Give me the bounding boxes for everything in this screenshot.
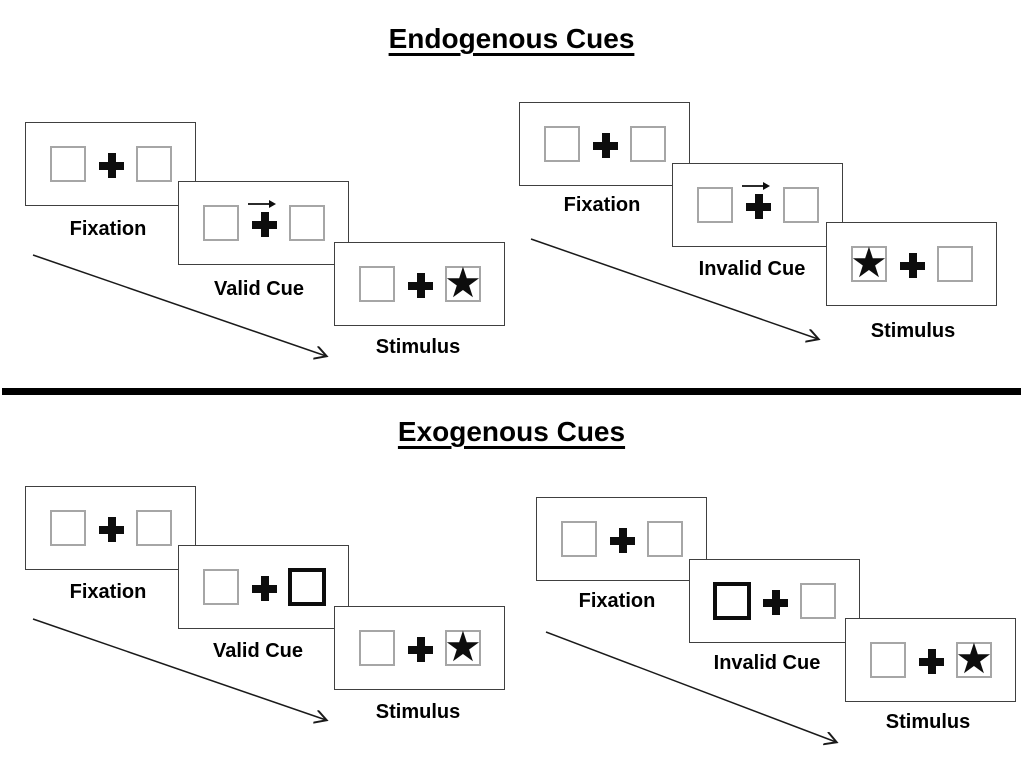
- endo-invalid-fixation-screen: [519, 102, 690, 186]
- fixation-cross-icon: [746, 194, 771, 219]
- exogenous-title-text: Exogenous Cues: [397, 416, 626, 447]
- right-placeholder-square: [289, 205, 325, 241]
- exo-valid-fixation-screen: [25, 486, 196, 570]
- right-placeholder-square: [136, 146, 172, 182]
- bold-cue-square: [713, 582, 751, 620]
- screen-label: Valid Cue: [213, 278, 305, 300]
- fixation-cross-icon: [763, 590, 788, 615]
- right-placeholder-square: [630, 126, 666, 162]
- star-icon: ★: [955, 634, 993, 683]
- screen-label: Fixation: [69, 218, 147, 240]
- bold-cue-square: [288, 568, 326, 606]
- right-placeholder-square: [647, 521, 683, 557]
- exo-invalid-cue-screen: [689, 559, 860, 643]
- screen-label: Stimulus: [885, 711, 971, 733]
- endogenous-section-title: Endogenous Cues: [0, 22, 1023, 56]
- endo-valid-cue-screen: [178, 181, 349, 265]
- endo-valid-fixation-screen: [25, 122, 196, 206]
- cue-arrow-icon: [248, 200, 276, 208]
- screen-label: Fixation: [563, 194, 641, 216]
- fixation-cross-icon: [99, 517, 124, 542]
- cue-arrow-icon: [742, 182, 770, 190]
- exo-invalid-fixation-screen: [536, 497, 707, 581]
- fixation-cross-icon: [408, 273, 433, 298]
- endogenous-title-text: Endogenous Cues: [388, 23, 635, 54]
- left-placeholder-square: [561, 521, 597, 557]
- screen-label: Invalid Cue: [713, 652, 821, 674]
- screen-label: Stimulus: [375, 701, 461, 723]
- left-placeholder-square: [697, 187, 733, 223]
- screen-label: Invalid Cue: [698, 258, 806, 280]
- fixation-cross-icon: [99, 153, 124, 178]
- screen-label: Fixation: [578, 590, 656, 612]
- endo-valid-stimulus-screen: ★: [334, 242, 505, 326]
- endo-invalid-stimulus-screen: ★: [826, 222, 997, 306]
- fixation-cross-icon: [252, 212, 277, 237]
- left-placeholder-square: [359, 630, 395, 666]
- timeline-arrow-endo-valid: [32, 254, 326, 356]
- left-stimulus-square: ★: [850, 242, 888, 284]
- timeline-arrow-exo-invalid: [545, 631, 836, 742]
- right-stimulus-square: ★: [955, 638, 993, 680]
- left-placeholder-square: [203, 569, 239, 605]
- star-icon: ★: [444, 622, 482, 671]
- right-stimulus-square: ★: [444, 626, 482, 668]
- left-placeholder-square: [544, 126, 580, 162]
- left-placeholder-square: [50, 510, 86, 546]
- right-placeholder-square: [136, 510, 172, 546]
- fixation-cross-icon: [593, 133, 618, 158]
- right-placeholder-square: [783, 187, 819, 223]
- fixation-cross-icon: [610, 528, 635, 553]
- screen-label: Stimulus: [870, 320, 956, 342]
- exo-invalid-stimulus-screen: ★: [845, 618, 1016, 702]
- exogenous-section-title: Exogenous Cues: [0, 415, 1023, 449]
- endo-invalid-cue-screen: [672, 163, 843, 247]
- fixation-cross-icon: [919, 649, 944, 674]
- section-divider: [2, 388, 1021, 395]
- left-placeholder-square: [359, 266, 395, 302]
- right-stimulus-square: ★: [444, 262, 482, 304]
- left-placeholder-square: [50, 146, 86, 182]
- screen-label: Stimulus: [375, 336, 461, 358]
- star-icon: ★: [444, 258, 482, 307]
- right-placeholder-square: [937, 246, 973, 282]
- exo-valid-cue-screen: [178, 545, 349, 629]
- left-placeholder-square: [203, 205, 239, 241]
- timeline-arrow-exo-valid: [32, 618, 326, 720]
- star-icon: ★: [850, 238, 888, 287]
- timeline-arrow-endo-invalid: [530, 238, 818, 339]
- fixation-cross-icon: [900, 253, 925, 278]
- screen-label: Fixation: [69, 581, 147, 603]
- left-placeholder-square: [870, 642, 906, 678]
- fixation-cross-icon: [252, 576, 277, 601]
- fixation-cross-icon: [408, 637, 433, 662]
- exo-valid-stimulus-screen: ★: [334, 606, 505, 690]
- right-placeholder-square: [800, 583, 836, 619]
- screen-label: Valid Cue: [212, 640, 304, 662]
